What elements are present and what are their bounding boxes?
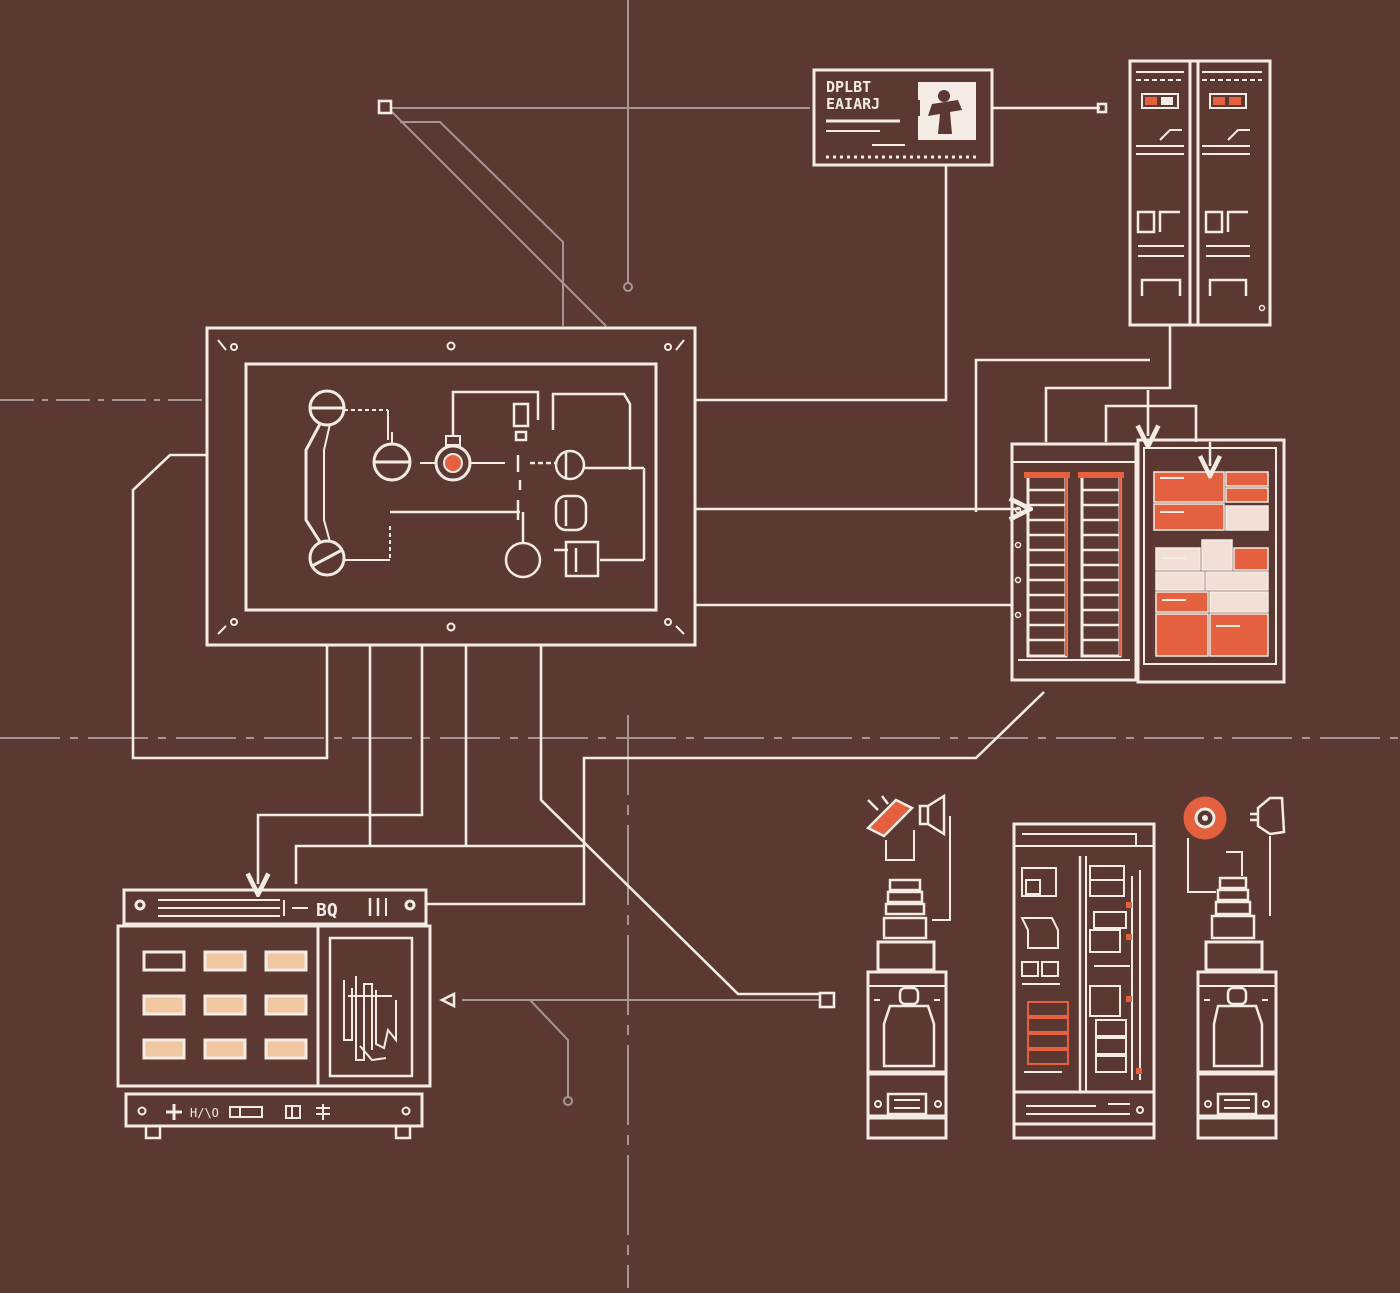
console-button [203, 950, 247, 972]
wire-rack-feed [974, 358, 1150, 512]
valve-symbol-icon [344, 409, 520, 561]
control-console: BQ H/\O [116, 888, 432, 1140]
sign-label-line1: DPLBT [826, 78, 871, 96]
rack-module-block [1153, 503, 1225, 531]
relay-components [504, 392, 646, 579]
panel-outer-frame [205, 326, 697, 647]
console-button [142, 994, 186, 1016]
wire-horizontal-bus [294, 844, 584, 884]
rack-slot-cap [1024, 472, 1070, 478]
guide-top-diagonal [391, 111, 607, 327]
connection-wires [131, 99, 1198, 1009]
console-button [142, 1038, 186, 1060]
wire-cabinet-down [1044, 326, 1172, 442]
gauge-icon [420, 390, 540, 482]
wire-panel-to-bottom-node [539, 645, 820, 996]
cabinet-right-door [1202, 71, 1266, 312]
wire-panel-left-loop [131, 453, 329, 760]
info-sign: DPLBT EAIARJ [812, 68, 994, 167]
console-screen [328, 936, 414, 1078]
cabinet-left-modules [1020, 867, 1069, 1073]
server-rack [1010, 438, 1286, 684]
cabinet-right-modules [1089, 865, 1142, 1080]
console-header [122, 888, 428, 926]
plus-icon [166, 1104, 182, 1120]
panel-screws [217, 339, 685, 635]
console-button [264, 950, 308, 972]
rack-module-block [1225, 471, 1269, 487]
rack-dots [1014, 506, 1022, 619]
rack-slot-column-right [1078, 472, 1124, 658]
wire-sign-to-panel [696, 165, 948, 402]
console-body [116, 924, 432, 1088]
sign-label-line2: EAIARJ [826, 95, 880, 113]
rack-module-block [1155, 571, 1205, 591]
rack-module-block [1225, 505, 1269, 531]
tower-unit-right [1183, 796, 1286, 1140]
rack-module-blocks [1153, 471, 1269, 657]
cabinet-left-door [1136, 71, 1184, 296]
speaker-icon [1250, 796, 1286, 836]
sign-frame [812, 68, 994, 167]
console-screen-drawing [343, 976, 397, 1062]
target-icon [1183, 796, 1227, 840]
cabinet-frame [1128, 59, 1272, 327]
speaker-icon [918, 793, 946, 837]
console-button [203, 1038, 247, 1060]
wire-rack-return [426, 691, 1045, 906]
panel-inner-frame [244, 362, 658, 612]
console-footer-text: H/\O [190, 1106, 219, 1120]
double-cabinet [1128, 59, 1272, 327]
console-button [264, 994, 308, 1016]
guide-top-bent [400, 121, 564, 326]
console-buttons [142, 950, 308, 1060]
top-left-node [377, 99, 393, 115]
rack-module-block [1233, 547, 1269, 571]
console-button [142, 950, 186, 972]
rack-left-frame [1010, 442, 1138, 682]
bottom-node [818, 991, 836, 1009]
rack-slot-column-left [1024, 472, 1070, 658]
tower-unit-left [865, 793, 951, 1140]
rack-module-block [1201, 539, 1233, 571]
console-button [203, 994, 247, 1016]
schematic-panel [205, 326, 697, 647]
rack-module-block [1155, 613, 1209, 657]
rack-module-block [1205, 571, 1269, 591]
console-base [124, 1092, 424, 1128]
guide-node-bottom [563, 1096, 573, 1106]
bottom-arrow-head [439, 991, 456, 1009]
figure-icon [912, 90, 962, 134]
wire-panel-down-2 [258, 645, 424, 884]
rack-module-block [1225, 487, 1269, 503]
wire-cabinet-loop [1104, 390, 1150, 442]
wrench-icon [865, 795, 915, 838]
pump-symbol-icon [304, 389, 346, 577]
center-cabinet [1012, 822, 1156, 1140]
rack-module-block [1153, 471, 1225, 503]
console-header-text: BQ [316, 900, 338, 921]
console-button [264, 1038, 308, 1060]
rack-module-block [1209, 591, 1269, 613]
guide-node-top [623, 282, 633, 292]
rack-module-block [1155, 591, 1209, 613]
rack-right-frame [1136, 438, 1286, 684]
rack-slot-cap [1078, 472, 1124, 478]
sign-node [1096, 102, 1108, 114]
rack-module-block [1209, 613, 1269, 657]
wire-cabinet-loop-right [1148, 404, 1198, 442]
